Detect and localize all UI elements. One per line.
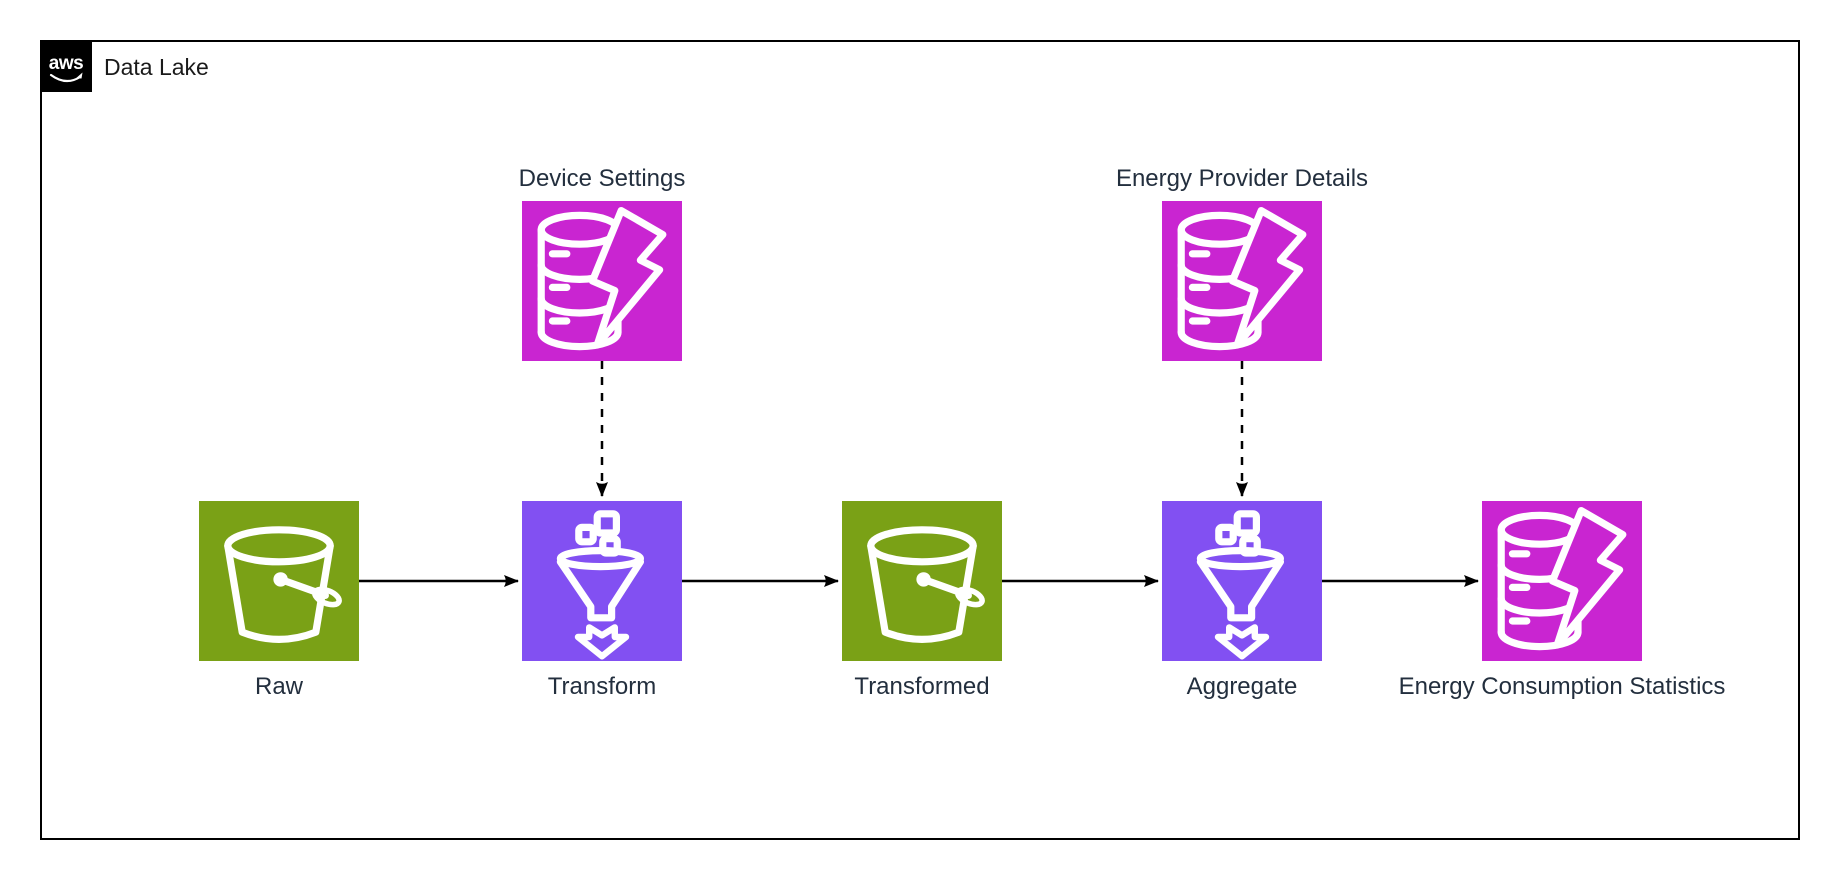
node-transformed: Transformed bbox=[842, 501, 1002, 700]
aws-smile-arrow-tip bbox=[76, 72, 83, 79]
diagram-title: Data Lake bbox=[104, 54, 209, 80]
filter-funnel-icon bbox=[1162, 501, 1322, 661]
filter-funnel-icon bbox=[522, 501, 682, 661]
node-label-device-settings: Device Settings bbox=[518, 165, 686, 192]
node-aggregate: Aggregate bbox=[1162, 501, 1322, 700]
node-device-settings: Device Settings bbox=[519, 165, 685, 361]
aws-logo: aws bbox=[40, 40, 92, 92]
dynamodb-table-icon bbox=[1482, 501, 1642, 661]
node-label-transformed: Transformed bbox=[854, 673, 990, 700]
node-label-raw: Raw bbox=[254, 673, 303, 700]
aws-smile-curve bbox=[49, 73, 82, 83]
node-transform: Transform bbox=[522, 501, 682, 700]
node-raw: Raw bbox=[199, 501, 359, 700]
s3-bucket-icon bbox=[199, 501, 359, 661]
node-label-transform: Transform bbox=[547, 673, 657, 700]
node-label-energy-provider-details: Energy Provider Details bbox=[1115, 165, 1369, 192]
node-energy-provider-details: Energy Provider Details bbox=[1116, 165, 1368, 361]
node-energy-consumption-statistics: Energy Consumption Statistics bbox=[1399, 501, 1725, 700]
s3-bucket-icon bbox=[842, 501, 1002, 661]
node-label-energy-consumption-statistics: Energy Consumption Statistics bbox=[1398, 673, 1726, 700]
aws-logo-text: aws bbox=[49, 53, 83, 74]
dynamodb-table-icon bbox=[522, 201, 682, 361]
aws-logo-icon: aws bbox=[49, 53, 84, 83]
diagram-border bbox=[40, 40, 1800, 840]
node-label-aggregate: Aggregate bbox=[1186, 673, 1298, 700]
dynamodb-table-icon bbox=[1162, 201, 1322, 361]
